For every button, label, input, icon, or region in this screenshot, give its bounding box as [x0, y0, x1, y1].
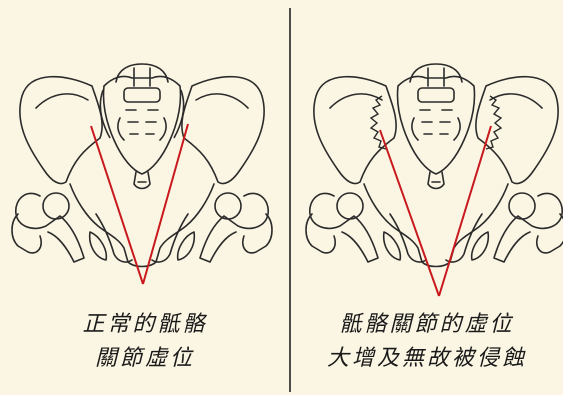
- right-eroded-joint-right: [486, 96, 501, 149]
- left-pelvis-drawing: [12, 64, 272, 284]
- right-caption: 骶骼關節的虛位 大增及無故被侵蝕: [296, 308, 558, 376]
- left-caption-line-2: 關節虛位: [40, 342, 250, 376]
- right-indicator-line-b: [439, 126, 491, 296]
- left-indicator-line-a: [91, 126, 143, 284]
- right-indicator-line-a: [380, 130, 439, 296]
- left-caption: 正常的骶骼 關節虛位: [40, 308, 250, 376]
- left-caption-line-1: 正常的骶骼: [40, 308, 250, 342]
- right-pelvis-drawing: [306, 64, 563, 296]
- left-normal-joint-line: [100, 90, 183, 138]
- right-caption-line-2: 大增及無故被侵蝕: [296, 342, 558, 376]
- right-caption-line-1: 骶骼關節的虛位: [296, 308, 558, 342]
